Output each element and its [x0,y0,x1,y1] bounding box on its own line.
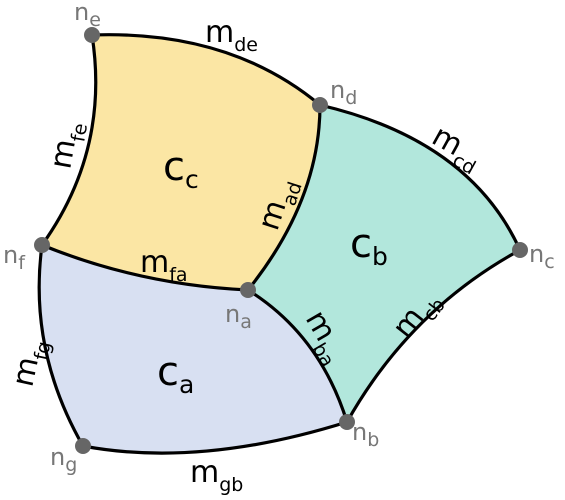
cell-a-region [39,245,347,454]
node-a [240,282,256,298]
edge-ad [246,103,322,292]
edge-fa-label: mfa [140,245,188,286]
node-e [84,27,100,43]
node-d-label: nd [330,76,357,109]
node-b-label: nb [352,418,379,451]
node-f [34,237,50,253]
cell-c-region [42,34,320,290]
edge-fg-label: mfg [6,335,56,390]
node-b [339,414,355,430]
edge-fg [37,243,85,448]
node-g [75,438,91,454]
edge-de-label: mde [205,15,258,56]
node-a-label: na [225,300,252,333]
edge-gb [81,420,349,455]
node-c-label: nc [529,240,555,273]
edge-gb-label: mgb [190,455,243,496]
edge-fe-label: mfe [43,118,92,172]
edge-fe [40,33,98,247]
node-e-label: ne [74,0,101,31]
node-g-label: ng [50,443,77,476]
cell-a-label: ca [157,349,194,399]
cell-c-label: cc [163,144,199,194]
edge-fa [40,243,250,292]
node-d [312,97,328,113]
edge-cb-label: mcb [386,283,450,349]
node-c [512,242,528,258]
edge-de [90,33,322,107]
edge-cd [318,103,522,252]
edge-ba [246,288,349,424]
cell-b-label: cb [350,221,388,271]
cell-b-region [248,105,520,422]
edge-cb [345,248,522,424]
node-f-label: nf [3,241,26,274]
